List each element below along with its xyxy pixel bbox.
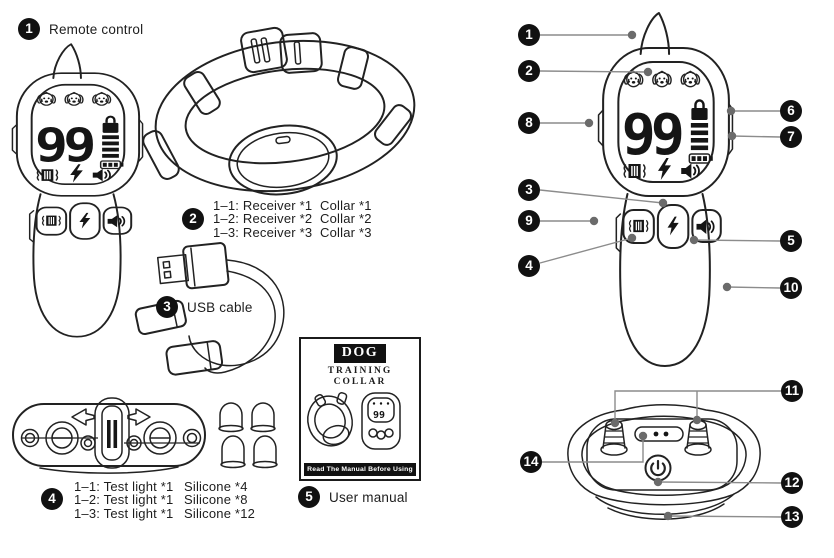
callout-8-side-button: 8 [518, 112, 540, 134]
test-light-bulb [94, 397, 130, 469]
item-1-label: Remote control [49, 22, 144, 37]
manual-mini-display-value: 99 [373, 410, 385, 421]
callout-11-contact-probes: 11 [781, 380, 803, 402]
callout-2-display: 2 [518, 60, 540, 82]
manual-title: DOG [333, 344, 387, 363]
power-icon [650, 459, 666, 477]
item-3-label: USB cable [187, 300, 253, 315]
cable-wires [188, 259, 285, 374]
indicator-light-strip [634, 426, 684, 442]
manual-subtitle-2: COLLAR [333, 377, 387, 387]
silicone-cap [218, 402, 278, 469]
item-5-label: User manual [329, 490, 408, 505]
collar-buckle [240, 26, 323, 74]
parts-item-3: 3 USB cable [156, 296, 253, 318]
callout-12-power-button: 12 [781, 472, 803, 494]
callout-14-indicator-light: 14 [520, 451, 542, 473]
contact-terminals [20, 421, 202, 455]
callout-9-side-button: 9 [518, 210, 540, 232]
item-2-badge: 2 [182, 208, 204, 230]
usb-cable-drawing [134, 242, 285, 376]
manual-subtitle-1: TRAINING [327, 366, 393, 376]
manual-footer-banner: Read The Manual Before Using [304, 463, 416, 476]
callout-3-shock-button: 3 [518, 179, 540, 201]
power-button [644, 454, 672, 482]
item-4-badge: 4 [41, 488, 63, 510]
parts-item-5: 5 User manual [298, 486, 408, 508]
callout-1-antenna: 1 [518, 24, 540, 46]
callout-13-receiver-body: 13 [781, 506, 803, 528]
silicone-caps-drawing [218, 402, 278, 469]
remote-control-drawing [8, 40, 146, 340]
item-5-badge: 5 [298, 486, 320, 508]
item-1-badge: 1 [18, 18, 40, 40]
user-manual-drawing: DOG TRAINING COLLAR 99 Read The Manual B… [299, 337, 421, 481]
callout-7-side-button: 7 [780, 126, 802, 148]
annotated-receiver-drawing [567, 404, 761, 520]
usb-a-connector [156, 242, 230, 290]
arrow-marks [71, 408, 151, 426]
collar-strap [143, 39, 416, 193]
contact-probe-right [684, 419, 712, 456]
receiver-unit [228, 124, 338, 196]
collar-with-receiver-drawing [143, 26, 416, 196]
receiver-housing [567, 404, 761, 520]
parts-item-1: 1 Remote control [18, 18, 143, 40]
item-3-badge: 3 [156, 296, 178, 318]
callout-6-side-button: 6 [780, 100, 802, 122]
annotated-remote-drawing [594, 8, 736, 370]
charging-plug-2 [165, 340, 224, 376]
callout-5-sound-button: 5 [780, 230, 802, 252]
test-light-drawing [12, 397, 206, 474]
manual-cover-illustration: 99 [307, 392, 401, 450]
callout-10-handle: 10 [780, 277, 802, 299]
callout-4-vibration-button: 4 [518, 255, 540, 277]
